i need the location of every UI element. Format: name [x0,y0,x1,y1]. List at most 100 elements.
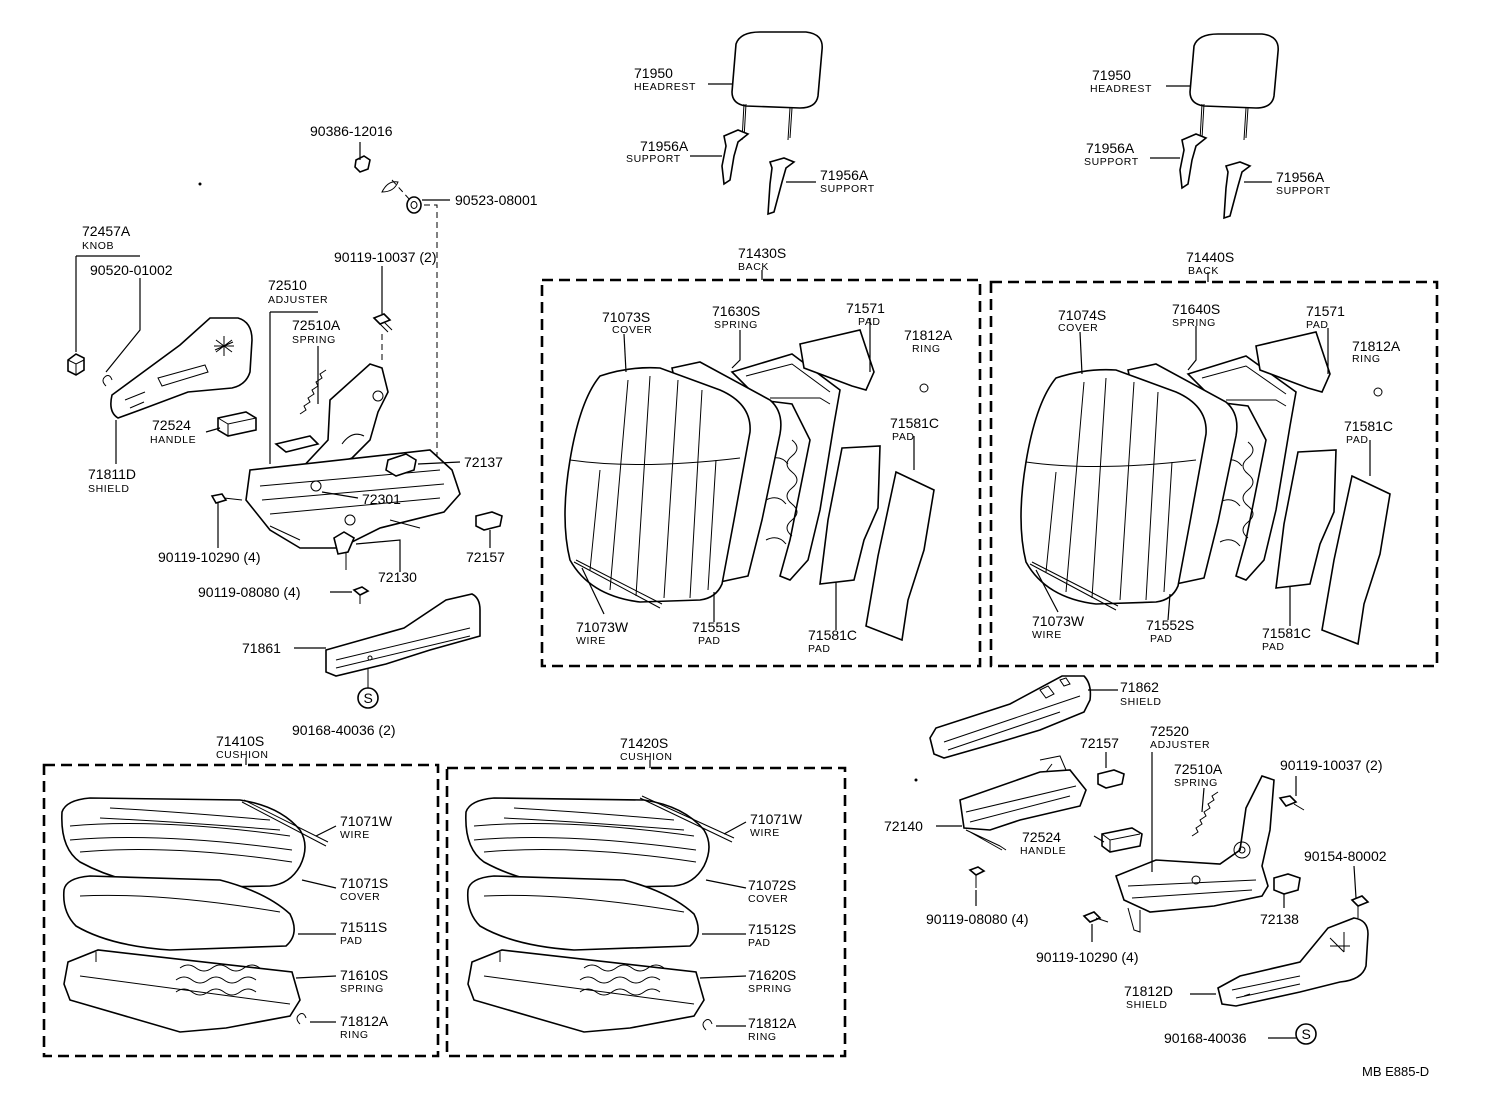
callout-72157-left: 72157 [466,549,505,565]
callout-71630S: 71630S [712,303,760,319]
callout-71571-right-name: PAD [1306,319,1329,331]
callout-71073W-left-name: WIRE [576,635,606,647]
right-adjuster-group: S [929,675,1370,1045]
callout-72457A: 72457A [82,223,131,239]
callout-71071S: 71071S [340,875,388,891]
callout-90168-40036-left: 90168-40036 (2) [292,722,396,738]
knob-icon [67,353,85,376]
callout-72520: 72520 [1150,723,1189,739]
callout-71551S: 71551S [692,619,740,635]
callout-71811D-name: SHIELD [88,483,130,495]
callout-72137: 72137 [464,454,503,470]
callout-71512S: 71512S [748,921,796,937]
callout-71956A-left-1-name: SUPPORT [626,153,681,165]
callout-71430S-name: BACK [738,261,769,273]
cushion-left-drawing [61,797,329,1033]
callout-71812D-name: SHIELD [1126,999,1168,1011]
callout-71581C-right-2-name: PAD [1262,641,1285,653]
callout-71512S-name: PAD [748,937,771,949]
callout-71420S: 71420S [620,735,668,751]
left-group-leaders [75,142,491,649]
callout-90119-10037-right: 90119-10037 (2) [1280,757,1382,773]
callout-71071W-left-name: WIRE [340,829,370,841]
svg-text:S: S [364,690,373,706]
callout-71812A-back-right-name: RING [1352,353,1381,365]
callout-71440S-name: BACK [1188,265,1219,277]
callout-71581C-left-2: 71581C [808,627,857,643]
clip-nut-icon [354,155,411,201]
callout-72457A-name: KNOB [82,240,114,252]
callout-71812A-cushion-right-name: RING [748,1031,777,1043]
callout-71571-right: 71571 [1306,303,1345,319]
shield-71811D-drawing [110,317,253,419]
callout-71640S-name: SPRING [1172,317,1216,329]
callout-72510A-left: 72510A [292,317,341,333]
callout-71073S-name: COVER [612,324,652,336]
shield-71861-drawing [325,593,481,688]
callout-71640S: 71640S [1172,301,1220,317]
callout-71862-name: SHIELD [1120,696,1162,708]
callout-72140: 72140 [884,818,923,834]
callout-71511S: 71511S [340,919,387,935]
callout-71812D: 71812D [1124,983,1173,999]
callout-71581C-right-2: 71581C [1262,625,1311,641]
callout-72157-right: 72157 [1080,735,1119,751]
callout-71950-right-name: HEADREST [1090,83,1152,95]
callout-72524-left: 72524 [152,417,191,433]
callout-72524-right: 72524 [1022,829,1061,845]
callout-71551S-name: PAD [698,635,721,647]
cushion-right-box [445,766,847,1058]
callout-71956A-right-1-name: SUPPORT [1084,156,1139,168]
callout-71956A-left-2-name: SUPPORT [820,183,875,195]
callout-90119-10290-left: 90119-10290 (4) [158,549,260,565]
callout-71812A-cushion-left: 71812A [340,1013,389,1029]
callout-71073W-right: 71073W [1032,613,1085,629]
svg-text:S: S [1302,1026,1311,1042]
callout-71861: 71861 [242,640,281,656]
callout-71812A-cushion-left-name: RING [340,1029,369,1041]
callout-71072S-name: COVER [748,893,788,905]
callout-72510A-left-name: SPRING [292,334,336,346]
callout-71072S: 71072S [748,877,796,893]
callout-90520-01002: 90520-01002 [90,262,173,278]
callout-72510-name: ADJUSTER [268,294,328,306]
callout-71410S-name: CUSHION [216,749,269,761]
clip-icon [102,375,113,387]
spring-icon [299,369,327,415]
callout-72301: 72301 [362,491,401,507]
bolt-left-icon [210,493,243,504]
headrest-right-group [1150,33,1279,220]
callout-71950-left: 71950 [634,65,673,81]
callout-71073S: 71073S [602,309,650,325]
callout-71956A-right-2: 71956A [1276,169,1325,185]
cushion-right-drawing [465,795,735,1033]
callout-90168-40036-right: 90168-40036 [1164,1030,1247,1046]
callout-71071W-right-name: WIRE [750,827,780,839]
callout-71862: 71862 [1120,679,1159,695]
callout-71071S-name: COVER [340,891,380,903]
callout-71811D: 71811D [88,466,136,482]
left-adjuster-group: S [67,155,503,709]
callout-71950-left-name: HEADREST [634,81,696,93]
callout-71610S-name: SPRING [340,983,384,995]
callout-71071W-left: 71071W [340,813,393,829]
callout-71956A-left-2: 71956A [820,167,869,183]
callout-90119-10037-left: 90119-10037 (2) [334,249,436,265]
callout-71074S: 71074S [1058,307,1106,323]
bolt-icon [372,313,393,360]
callout-71073W-right-name: WIRE [1032,629,1062,641]
callout-90119-10290-right: 90119-10290 (4) [1036,949,1138,965]
callout-90119-08080-right: 90119-08080 (4) [926,911,1028,927]
callout-71630S-name: SPRING [714,319,758,331]
callout-71812A-cushion-right: 71812A [748,1015,797,1031]
callout-71071W-right: 71071W [750,811,803,827]
callout-90119-08080-left: 90119-08080 (4) [198,584,300,600]
screw-symbol-left: S [357,687,379,709]
callout-72138: 72138 [1260,911,1299,927]
callout-71074S-name: COVER [1058,322,1098,334]
callout-71511S-name: PAD [340,935,363,947]
adjuster-72510-drawing [245,363,461,570]
callout-71581C-left-1-name: PAD [892,431,915,443]
callout-72524-right-name: HANDLE [1020,845,1066,857]
callout-71620S: 71620S [748,967,796,983]
